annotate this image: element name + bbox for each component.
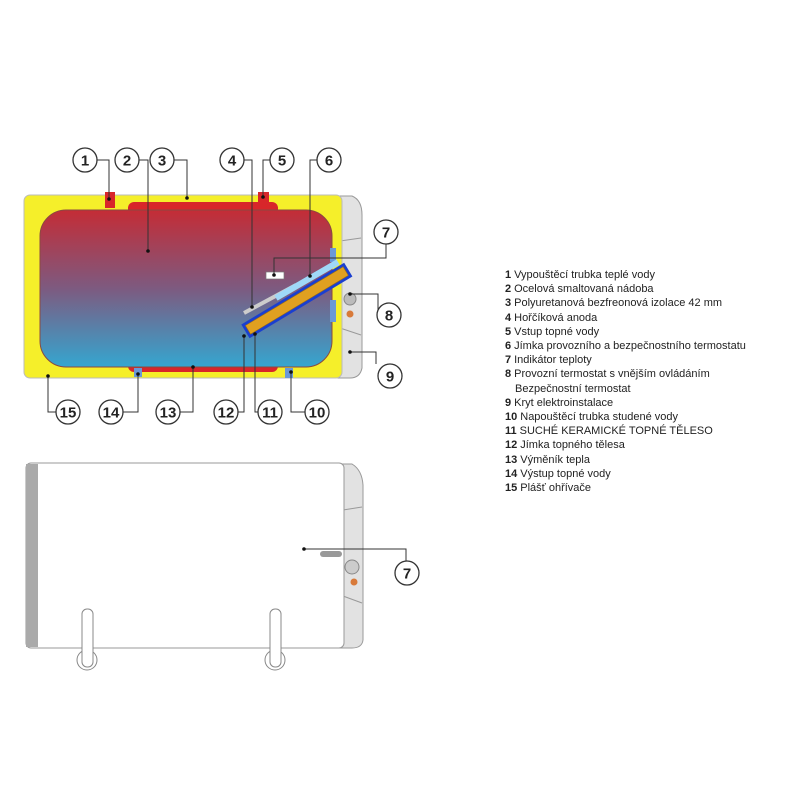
callout-9: 9	[377, 363, 403, 389]
thermostat-bracket-bottom	[330, 300, 336, 322]
thermostat-bracket-top	[330, 248, 336, 262]
svg-text:7: 7	[403, 566, 411, 583]
cutaway-view: 1 2 3 4 5 6 7 8 9 15 14 13 12 11 10	[23, 147, 403, 425]
legend-text: Vypouštěcí trubka teplé vody	[514, 269, 655, 281]
svg-text:15: 15	[60, 405, 77, 422]
svg-text:6: 6	[325, 153, 333, 170]
legend-number: 3	[505, 297, 512, 310]
legend-number: 7	[505, 354, 512, 367]
svg-text:1: 1	[81, 153, 89, 170]
pipe-right	[264, 608, 286, 671]
legend-text: Výstup topné vody	[520, 467, 611, 480]
legend-number: 8	[505, 368, 512, 381]
legend-text: Plášť ohřívače	[520, 482, 592, 495]
legend-text: Indikátor teploty	[514, 354, 592, 367]
exterior-shell	[25, 462, 345, 649]
legend-text: Hořčíková anoda	[514, 311, 598, 324]
indicator-light	[346, 310, 354, 318]
ceramic-heating-element	[245, 266, 349, 335]
exterior-view: 7	[25, 462, 420, 671]
svg-text:3: 3	[158, 153, 166, 170]
callout-3: 3	[149, 147, 175, 173]
legend-number: 12	[505, 439, 518, 452]
svg-text:13: 13	[160, 405, 177, 422]
svg-text:7: 7	[382, 225, 390, 242]
legend-text: Napouštěcí trubka studené vody	[520, 411, 679, 424]
svg-text:5: 5	[278, 153, 286, 170]
callout-2: 2	[114, 147, 140, 173]
thermostat-knob-exterior	[344, 559, 360, 575]
temperature-indicator-exterior	[320, 551, 342, 557]
legend-number: 11	[505, 425, 517, 438]
callout-14: 14	[98, 399, 124, 425]
svg-text:8: 8	[385, 308, 393, 325]
leader-dots	[46, 195, 352, 378]
heating-water-inlet	[258, 192, 269, 206]
svg-text:4: 4	[228, 153, 237, 170]
legend-number: 15	[505, 482, 518, 495]
svg-text:11: 11	[262, 405, 278, 422]
callout-1: 1	[72, 147, 98, 173]
callout-7-exterior: 7	[394, 560, 420, 586]
legend-text: SUCHÉ KERAMICKÉ TOPNÉ TĚLESO	[519, 425, 713, 438]
legend-text: Vstup topné vody	[514, 325, 600, 338]
svg-text:14: 14	[103, 405, 120, 422]
callout-8: 8	[376, 302, 402, 328]
callout-7: 7	[373, 219, 399, 245]
svg-text:9: 9	[386, 369, 394, 386]
legend-text: Jímka provozního a bezpečnostního termos…	[514, 340, 746, 353]
callout-12: 12	[213, 399, 239, 425]
thermostat-well	[274, 259, 340, 301]
cold-water-inlet	[285, 368, 293, 378]
legend-number: 2	[505, 283, 512, 296]
callout-11: 11	[257, 399, 283, 425]
leader-lines	[47, 159, 387, 413]
callout-15: 15	[55, 399, 81, 425]
electrical-cover	[337, 195, 363, 379]
callout-5: 5	[269, 147, 295, 173]
svg-text:10: 10	[309, 405, 326, 422]
svg-text:12: 12	[218, 405, 235, 422]
legend-number: 5	[505, 325, 512, 338]
legend-text-continuation: Bezpečnostní termostat	[515, 382, 631, 395]
legend-text: Ocelová smaltovaná nádoba	[514, 283, 654, 296]
callout-10: 10	[304, 399, 330, 425]
legend-text: Výměník tepla	[520, 453, 590, 466]
legend-number: 6	[505, 340, 512, 353]
svg-text:2: 2	[123, 153, 131, 170]
legend-number: 10	[505, 411, 518, 424]
legend-text: Jímka topného tělesa	[520, 439, 625, 452]
legend-number: 1	[505, 269, 512, 281]
legend-text: Provozní termostat s vnějším ovládáním	[514, 368, 710, 381]
legend-number: 14	[505, 467, 518, 480]
pipe-left	[76, 608, 98, 671]
shell-edge	[26, 464, 38, 647]
callout-4: 4	[219, 147, 245, 173]
callout-6: 6	[316, 147, 342, 173]
legend-number: 13	[505, 453, 518, 466]
legend-number: 9	[505, 396, 512, 409]
legend-text: Kryt elektroinstalace	[514, 396, 614, 409]
legend-text: Polyuretanová bezfreonová izolace 42 mm	[514, 297, 723, 310]
indicator-light-exterior	[350, 578, 358, 586]
legend-number: 4	[505, 311, 512, 324]
callout-13: 13	[155, 399, 181, 425]
